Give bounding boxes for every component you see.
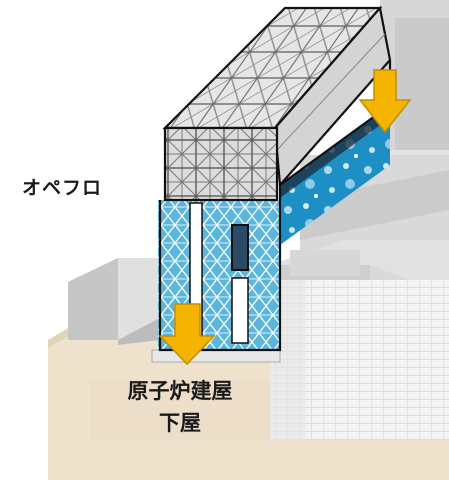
down-arrow-icon (358, 69, 412, 134)
annex-label: 下屋 (159, 411, 201, 435)
left-concrete-block (68, 258, 160, 345)
reactor-building-label: 原子炉建屋 (127, 379, 233, 403)
turbine-building (270, 240, 449, 440)
steel-cover-frame (162, 5, 392, 202)
down-arrow-icon (158, 303, 216, 366)
operating-floor-label: オペフロ (22, 177, 103, 199)
